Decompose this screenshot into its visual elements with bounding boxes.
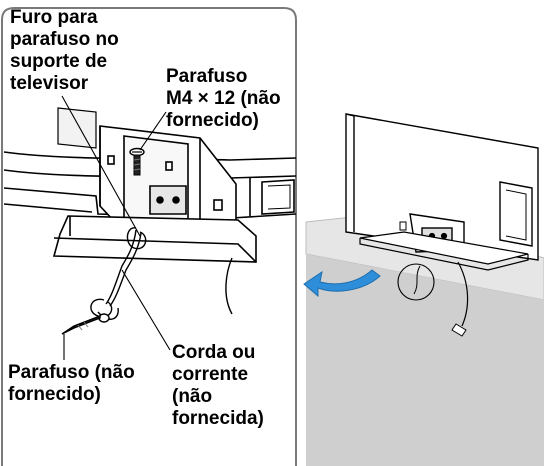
detail-panel-frame bbox=[1, 7, 297, 466]
m4-screw-label: Parafuso M4 × 12 (não fornecido) bbox=[166, 66, 281, 131]
power-cable-overview bbox=[457, 261, 469, 327]
detail-highlight-circle bbox=[397, 263, 435, 301]
plug-icon bbox=[451, 323, 467, 337]
m4-screw-icon bbox=[129, 147, 145, 176]
cord-or-chain-label: Corda ou corrente (não fornecida) bbox=[172, 342, 264, 429]
leader-cord bbox=[121, 269, 171, 351]
wood-screw-label: Parafuso (não fornecido) bbox=[8, 362, 135, 405]
power-cable bbox=[225, 257, 233, 315]
tv-stand-screw-hole-label: Furo para parafuso no suporte de televis… bbox=[10, 7, 119, 94]
detail-panel bbox=[1, 7, 297, 466]
rear-label-sticker bbox=[57, 107, 97, 149]
zoom-arrow-icon bbox=[303, 269, 381, 298]
wood-screw-icon bbox=[61, 313, 110, 335]
callout-leaders bbox=[61, 95, 171, 360]
cord-or-chain bbox=[90, 227, 147, 320]
leader-m4 bbox=[139, 111, 167, 151]
tv-stand-overview bbox=[359, 231, 529, 271]
tv-stand-base bbox=[52, 215, 257, 263]
cord-overview bbox=[413, 265, 421, 295]
leader-hole bbox=[61, 95, 141, 237]
overview-scene bbox=[303, 113, 544, 466]
